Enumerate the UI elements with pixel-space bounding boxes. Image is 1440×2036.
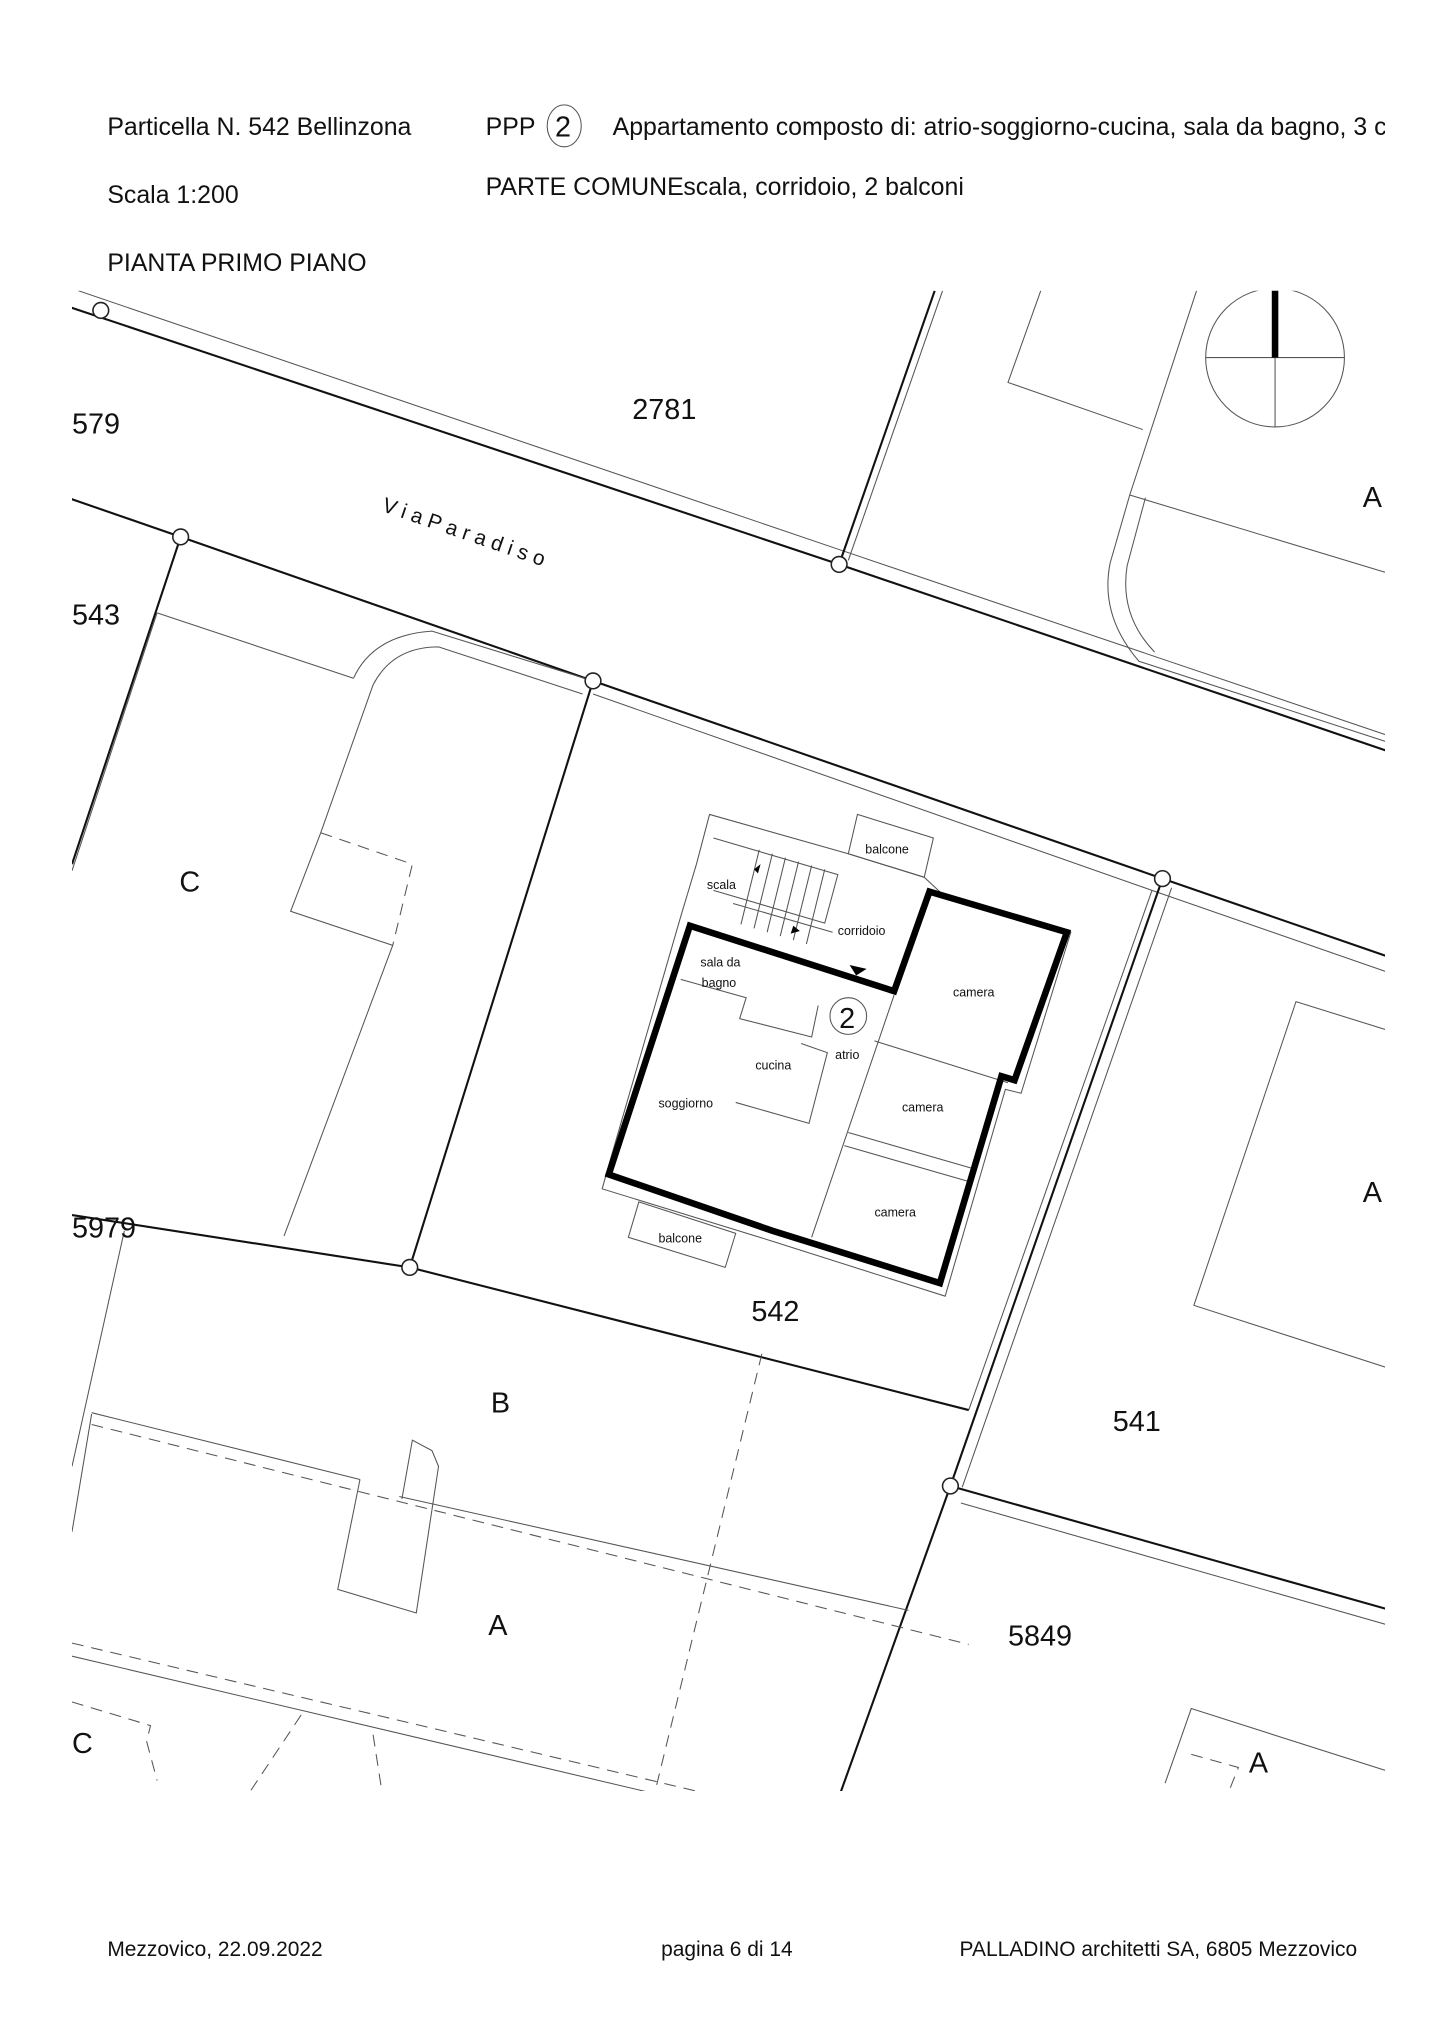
dashed-outline xyxy=(320,832,413,946)
boundary-line xyxy=(408,680,595,1268)
parcel-number: 2781 xyxy=(632,394,696,426)
boundary-line xyxy=(72,536,182,865)
zone-label: B xyxy=(491,1388,510,1420)
building-outline xyxy=(352,630,594,682)
building-outline xyxy=(1007,290,1144,431)
building-outline xyxy=(1129,494,1386,573)
footer: Mezzovico, 22.09.2022 pagina 6 di 14 PAL… xyxy=(107,1938,1357,1961)
boundary-line xyxy=(72,1213,969,1412)
floor-plan: scala corridoio balcone sala da bagno 2 … xyxy=(601,813,1072,1297)
building-outline xyxy=(91,1412,361,1480)
zone-label: A xyxy=(488,1610,508,1642)
boundary-line xyxy=(950,1484,1386,1610)
wall xyxy=(680,978,819,1038)
dashed-outline xyxy=(1191,1753,1240,1792)
driveway-curve xyxy=(1107,494,1386,742)
boundary-line xyxy=(839,1485,952,1792)
parcel-number: 542 xyxy=(751,1296,799,1328)
parcel-number: 579 xyxy=(72,408,120,440)
driveway-curve xyxy=(1125,497,1155,653)
room-label-cucina: cucina xyxy=(755,1059,791,1073)
boundary-line xyxy=(961,887,1173,1488)
boundary-line xyxy=(838,290,936,565)
plan-title: PIANTA PRIMO PIANO xyxy=(107,249,366,277)
dashed-outline xyxy=(72,1642,699,1792)
boundary-line xyxy=(847,290,944,561)
ppp-circle xyxy=(546,104,582,148)
balcony-bottom xyxy=(627,1201,737,1269)
boundary-line xyxy=(72,306,1386,752)
street-name: V i a P a r a d i s o xyxy=(379,494,548,571)
common-description: scala, corridoio, 2 balconi xyxy=(683,173,964,201)
room-label-corridoio: corridoio xyxy=(838,924,886,938)
room-label-camera: camera xyxy=(953,985,995,999)
ppp-2-outline xyxy=(604,887,1072,1288)
wall xyxy=(735,1043,828,1125)
parcel-title: Particella N. 542 Bellinzona xyxy=(107,113,411,141)
staircase xyxy=(713,837,867,976)
room-label-scala: scala xyxy=(707,878,736,892)
unit-circle xyxy=(829,997,868,1035)
room-label-camera: camera xyxy=(902,1101,944,1115)
north-arrow-icon xyxy=(1205,290,1345,428)
boundary-line xyxy=(968,890,1153,1411)
unit-number: 2 xyxy=(839,1003,855,1035)
boundary-line xyxy=(72,612,158,871)
wall xyxy=(844,1145,972,1183)
building-outline xyxy=(399,1495,909,1611)
dashed-outline xyxy=(91,1423,969,1645)
wall xyxy=(874,1040,1009,1084)
dashed-outline xyxy=(654,1353,763,1792)
room-label-camera: camera xyxy=(874,1205,916,1219)
room-label-atrio: atrio xyxy=(835,1048,859,1062)
zone-label: A xyxy=(1363,1177,1383,1209)
boundary-line xyxy=(960,1502,1386,1625)
scale-label: Scala 1:200 xyxy=(107,181,238,209)
entrance-arrow-icon xyxy=(849,964,867,976)
building-outline xyxy=(1164,1707,1386,1784)
road-edge xyxy=(78,290,1386,736)
building-outline xyxy=(601,813,1072,1297)
wall xyxy=(848,1132,976,1170)
building-outline xyxy=(1193,1000,1386,1368)
room-label-balcone: balcone xyxy=(658,1232,702,1246)
room-label-balcone: balcone xyxy=(865,843,909,857)
dashed-outline xyxy=(372,1734,383,1792)
header: Particella N. 542 Bellinzona Scala 1:200… xyxy=(107,104,1409,277)
room-label-sala-da-bagno: bagno xyxy=(702,976,737,990)
boundary-line xyxy=(72,1413,93,1532)
firm-name: PALLADINO architetti SA, 6805 Mezzovico xyxy=(960,1938,1358,1961)
ppp-number: 2 xyxy=(555,111,571,143)
zone-label: A xyxy=(1363,482,1383,514)
unit-description: Appartamento composto di: atrio-soggiorn… xyxy=(613,113,1409,141)
survey-points xyxy=(92,301,1172,1495)
parcel-number: 541 xyxy=(1113,1406,1161,1438)
building-outline xyxy=(1129,290,1198,496)
building-outline xyxy=(283,684,394,1237)
common-label: PARTE COMUNE xyxy=(486,173,684,201)
building-outline xyxy=(72,1655,646,1792)
cadastral-map: V i a P a r a d i s o xyxy=(72,290,1386,1792)
page-number: pagina 6 di 14 xyxy=(661,1938,793,1961)
dashed-outline xyxy=(249,1714,302,1792)
parcel-number: 5979 xyxy=(72,1212,136,1244)
wall xyxy=(811,994,895,1238)
parcel-number: 543 xyxy=(72,600,120,632)
zone-label: C xyxy=(179,867,200,899)
building-outline xyxy=(337,1439,440,1614)
boundary-line xyxy=(72,1230,125,1467)
room-label-soggiorno: soggiorno xyxy=(658,1097,713,1111)
balcony-top xyxy=(847,813,935,878)
ppp-label: PPP xyxy=(486,113,536,141)
building-outline xyxy=(372,646,583,695)
zone-label: C xyxy=(72,1728,93,1760)
dashed-outline xyxy=(72,1701,158,1781)
building-outline xyxy=(156,612,354,679)
parcel-number: 5849 xyxy=(1008,1621,1072,1653)
zone-label: A xyxy=(1249,1748,1269,1780)
room-label-sala-da-bagno: sala da xyxy=(700,955,740,969)
place-date: Mezzovico, 22.09.2022 xyxy=(107,1938,322,1961)
boundary-line xyxy=(949,878,1164,1487)
